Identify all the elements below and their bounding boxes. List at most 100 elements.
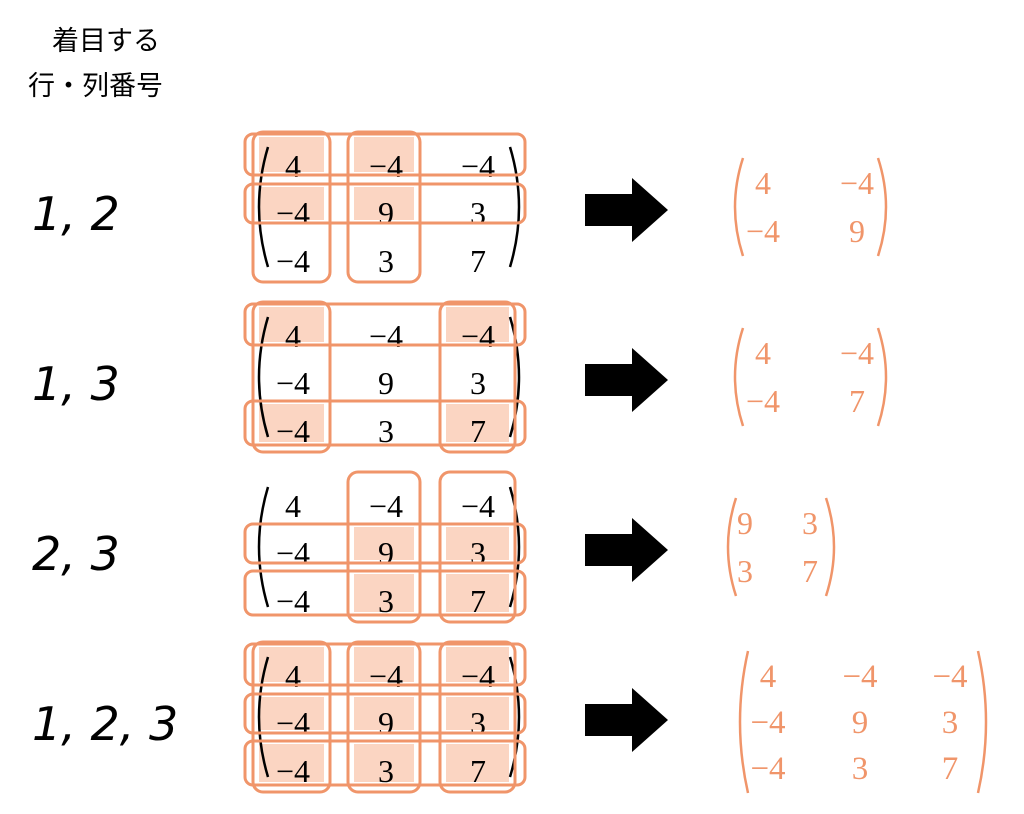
intersection-highlight — [259, 697, 324, 730]
matrix-entry: 3 — [378, 413, 394, 449]
matrix-entry: 7 — [470, 583, 486, 619]
matrix-entry: −4 — [276, 195, 310, 231]
result-entry: 3 — [802, 505, 818, 541]
intersection-highlight — [354, 574, 414, 612]
intersection-highlight — [354, 697, 414, 730]
matrix-entry: 9 — [378, 195, 394, 231]
matrix-entry: 3 — [470, 535, 486, 571]
matrix-entry: 4 — [285, 148, 301, 184]
matrix-entry: 3 — [470, 365, 486, 401]
selection-label: 1, 2 — [32, 187, 120, 241]
intersection-highlight — [446, 574, 509, 612]
intersection-highlight — [354, 137, 414, 172]
row-outline — [243, 642, 527, 687]
arrow-right-icon — [585, 348, 668, 412]
result-entry: −4 — [840, 335, 874, 371]
intersection-highlight — [446, 307, 509, 342]
result-entry: −4 — [750, 705, 785, 741]
result-right-paren — [876, 157, 888, 257]
matrix-entry: 3 — [378, 753, 394, 789]
intersection-highlight — [259, 187, 324, 220]
result-entry: 9 — [737, 505, 753, 541]
intersection-highlight — [446, 647, 509, 682]
result-entry: −4 — [842, 659, 877, 695]
matrix-entry: 9 — [378, 535, 394, 571]
column-outline — [438, 470, 517, 624]
intersection-highlight — [259, 647, 324, 682]
matrix-entry: 4 — [285, 318, 301, 354]
intersection-highlight — [354, 527, 414, 560]
header-line-1: 着目する — [52, 26, 160, 57]
result-entry: −4 — [746, 213, 780, 249]
matrix-left-paren — [257, 316, 270, 438]
result-entry: −4 — [746, 383, 780, 419]
matrix-entry: −4 — [276, 365, 310, 401]
matrix-entry: −4 — [369, 658, 403, 694]
intersection-highlight — [259, 744, 324, 782]
intersection-highlight — [446, 744, 509, 782]
matrix-entry: −4 — [461, 488, 495, 524]
selection-label: 2, 3 — [32, 527, 120, 581]
matrix-entry: −4 — [276, 753, 310, 789]
result-entry: 7 — [802, 553, 818, 589]
row-outline — [243, 692, 527, 735]
result-left-paren — [733, 157, 745, 257]
matrix-entry: −4 — [276, 583, 310, 619]
matrix-entry: 3 — [378, 243, 394, 279]
matrix-entry: −4 — [369, 488, 403, 524]
row-outline — [243, 522, 527, 565]
matrix-entry: 4 — [285, 488, 301, 524]
column-outline — [251, 300, 332, 454]
arrow-right-icon — [585, 178, 668, 242]
matrix-entry: 9 — [378, 365, 394, 401]
column-outline — [251, 130, 332, 284]
intersection-highlight — [446, 404, 509, 442]
selection-label: 1, 2, 3 — [32, 697, 178, 751]
intersection-highlight — [354, 744, 414, 782]
intersection-highlight — [354, 647, 414, 682]
result-right-paren — [976, 650, 988, 794]
matrix-left-paren — [257, 146, 270, 268]
matrix-entry: 3 — [378, 583, 394, 619]
result-right-paren — [824, 497, 836, 597]
diagram-rows: 1, 2 4 −4 −4 −4 9 3 −4 3 7 4 −4 −4 9 1, 3 4 −4 −4 −4 9 3 −4 3 7… — [32, 130, 988, 794]
matrix-entry: −4 — [276, 535, 310, 571]
arrow-right-icon — [585, 518, 668, 582]
result-right-paren — [876, 327, 888, 427]
result-left-paren — [738, 650, 750, 794]
matrix-entry: −4 — [461, 658, 495, 694]
selection-label: 1, 3 — [32, 357, 120, 411]
result-entry: −4 — [840, 165, 874, 201]
arrow-right-icon — [585, 688, 668, 752]
matrix-entry: 7 — [470, 413, 486, 449]
matrix-right-paren — [508, 146, 521, 268]
matrix-entry: 9 — [378, 705, 394, 741]
row-outline — [243, 569, 527, 617]
result-entry: −4 — [932, 659, 967, 695]
result-entry: 9 — [852, 705, 869, 741]
header-line-2: 行・列番号 — [28, 71, 163, 102]
intersection-highlight — [259, 307, 324, 342]
result-entry: 4 — [755, 335, 771, 371]
column-outline — [251, 640, 332, 794]
result-left-paren — [726, 497, 738, 597]
column-outline — [346, 470, 422, 624]
result-left-paren — [733, 327, 745, 427]
intersection-highlight — [446, 697, 509, 730]
intersection-highlight — [259, 137, 324, 172]
result-entry: 7 — [849, 383, 865, 419]
row-outline — [243, 399, 527, 447]
result-entry: 3 — [737, 553, 753, 589]
result-entry: 9 — [849, 213, 865, 249]
column-outline — [346, 640, 422, 794]
matrix-entry: −4 — [276, 413, 310, 449]
matrix-entry: −4 — [369, 318, 403, 354]
matrix-left-paren — [257, 656, 270, 778]
result-entry: 7 — [942, 751, 959, 787]
matrix-entry: 4 — [285, 658, 301, 694]
matrix-entry: −4 — [369, 148, 403, 184]
matrix-entry: 3 — [470, 705, 486, 741]
